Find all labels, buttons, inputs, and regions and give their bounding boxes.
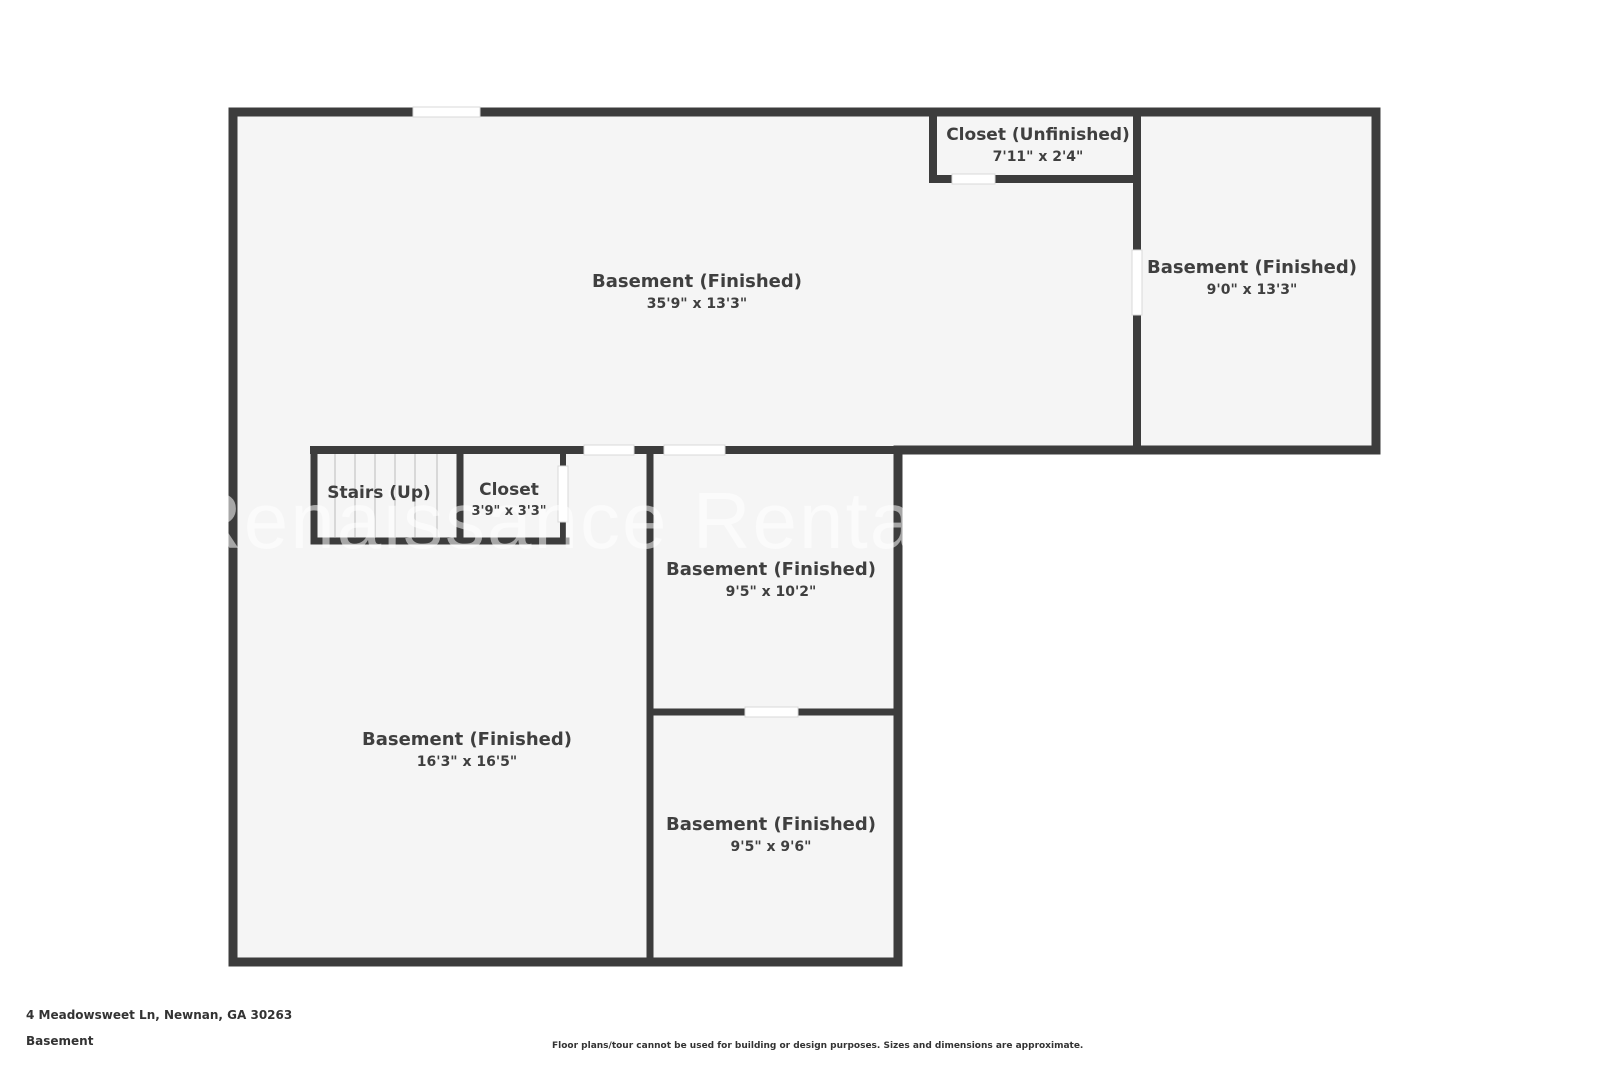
openings (412, 106, 1143, 718)
room-label-right: Basement (Finished) 9'0" x 13'3" (1147, 257, 1357, 298)
window-top (412, 106, 481, 118)
room-dimensions: 35'9" x 13'3" (646, 296, 748, 312)
door-middle-room (663, 444, 726, 456)
room-name: Closet (Unfinished) (946, 125, 1130, 145)
room-dimensions: 7'11" x 2'4" (992, 149, 1084, 165)
room-name: Basement (Finished) (666, 559, 876, 580)
room-label-middle-upper: Basement (Finished) 9'5" x 10'2" (666, 559, 876, 600)
room-dimensions: 9'5" x 9'6" (730, 839, 812, 855)
room-name: Basement (Finished) (1147, 257, 1357, 278)
door-right-room (1131, 249, 1143, 316)
room-dimensions: 9'5" x 10'2" (725, 584, 817, 600)
room-name: Closet (479, 480, 539, 500)
room-label-stairs: Stairs (Up) (327, 485, 431, 502)
stairs-treads (334, 454, 438, 537)
room-dimensions: 9'0" x 13'3" (1206, 282, 1298, 298)
room-name: Basement (Finished) (592, 271, 802, 292)
room-label-left-lower: Basement (Finished) 16'3" x 16'5" (362, 729, 572, 770)
room-label-closet-unfinished: Closet (Unfinished) 7'11" x 2'4" (946, 125, 1130, 165)
property-address: 4 Meadowsweet Ln, Newnan, GA 30263 (26, 1008, 293, 1022)
room-label-middle-lower: Basement (Finished) 9'5" x 9'6" (666, 814, 876, 855)
floor-area (233, 112, 1376, 962)
room-name: Basement (Finished) (362, 729, 572, 750)
floor-name: Basement (26, 1034, 94, 1048)
room-dimensions: 3'9" x 3'3" (471, 504, 547, 519)
room-name: Stairs (Up) (327, 483, 431, 503)
door-closet (557, 465, 569, 523)
room-label-closet: Closet 3'9" x 3'3" (471, 480, 547, 519)
disclaimer: Floor plans/tour cannot be used for buil… (552, 1041, 1084, 1051)
door-stair-hall (583, 444, 635, 456)
door-closet-unfinished (951, 173, 996, 185)
room-dimensions: 16'3" x 16'5" (416, 754, 518, 770)
door-lower-middle (744, 706, 799, 718)
room-label-main: Basement (Finished) 35'9" x 13'3" (592, 271, 802, 312)
room-name: Basement (Finished) (666, 814, 876, 835)
